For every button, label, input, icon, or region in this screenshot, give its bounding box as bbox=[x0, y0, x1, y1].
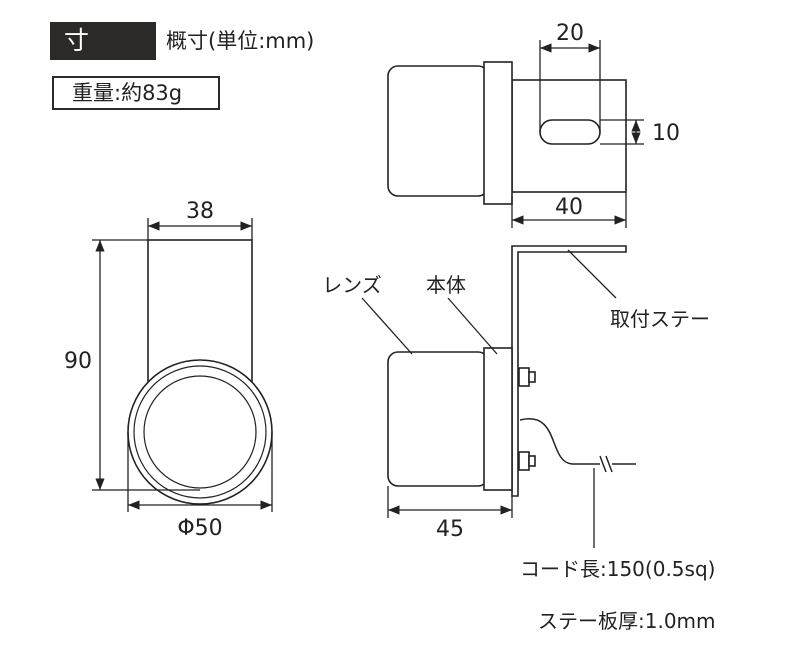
dim-front-diameter: Φ50 bbox=[177, 516, 222, 541]
bracket-label: 取付ステー bbox=[610, 307, 710, 331]
side-view bbox=[387, 245, 627, 497]
front-gauge-lens bbox=[143, 375, 257, 489]
top-bracket-slot bbox=[539, 119, 601, 145]
lens-leader bbox=[361, 297, 413, 355]
dimensions-title: 寸 法 bbox=[50, 22, 156, 93]
top-dimension-lines bbox=[511, 40, 644, 228]
side-dimension-lines bbox=[361, 249, 617, 548]
top-view bbox=[387, 61, 627, 205]
side-gauge-lens bbox=[387, 351, 489, 487]
terminal-lower bbox=[518, 451, 530, 471]
dim-bracket-length: 40 bbox=[555, 195, 583, 220]
dim-body-depth: 45 bbox=[436, 517, 464, 542]
body-label: 本体 bbox=[426, 273, 466, 297]
terminal-lower-nut bbox=[528, 455, 536, 467]
cord bbox=[519, 417, 636, 473]
plate-thickness-label: ステー板厚:1.0mm bbox=[538, 609, 716, 633]
dim-front-height: 90 bbox=[64, 349, 92, 374]
weight-label: 重量:約83g bbox=[52, 76, 220, 110]
bracket-leader bbox=[567, 249, 617, 299]
terminal-upper bbox=[518, 367, 530, 387]
unit-note: 概寸(単位:mm) bbox=[166, 29, 315, 53]
top-gauge-lens bbox=[387, 65, 489, 197]
lens-label: レンズ bbox=[322, 273, 382, 297]
terminal-upper-nut bbox=[528, 371, 536, 383]
dim-front-width: 38 bbox=[186, 199, 214, 224]
dim-slot-width: 10 bbox=[652, 121, 680, 146]
cord-length-label: コード長:150(0.5sq) bbox=[520, 557, 715, 581]
front-dimension-lines bbox=[92, 218, 273, 512]
front-view bbox=[127, 239, 273, 505]
body-leader bbox=[447, 297, 498, 355]
top-gauge-body bbox=[483, 61, 513, 205]
dim-slot-length: 20 bbox=[556, 21, 584, 46]
side-gauge-body bbox=[483, 347, 513, 491]
